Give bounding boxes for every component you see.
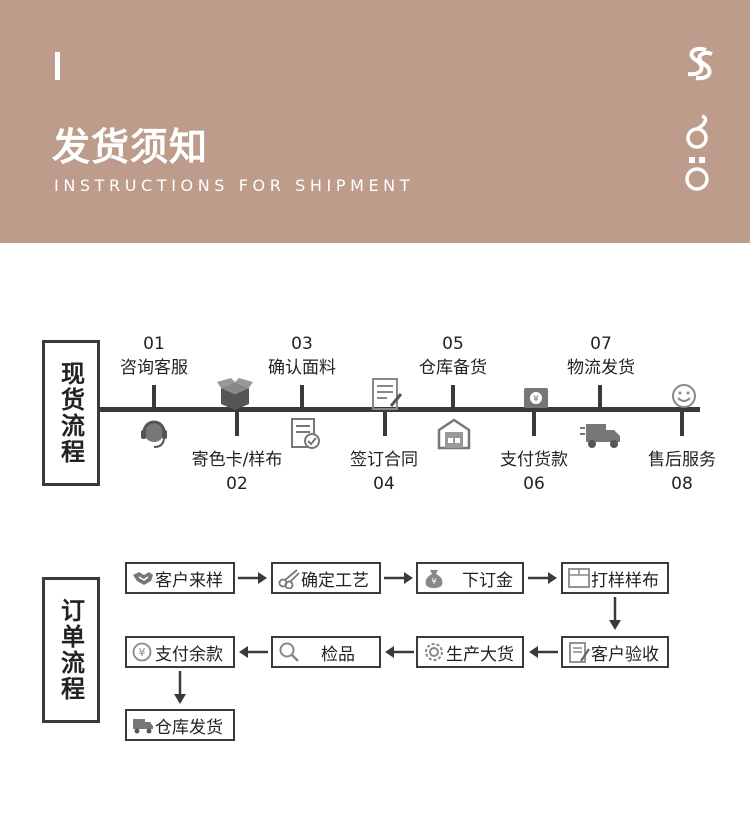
tick-07 [598, 385, 602, 409]
clipboard-icon [569, 642, 590, 663]
double-s-logo [687, 47, 713, 81]
arrow-left [239, 646, 268, 658]
header-banner: 发货须知 INSTRUCTIONS FOR SHIPMENT [0, 0, 750, 243]
page-subtitle: INSTRUCTIONS FOR SHIPMENT [54, 176, 415, 195]
money-bag-icon: ¥ [425, 570, 443, 588]
step-01: 01 咨询客服 [120, 334, 188, 378]
order-step-warehouse-ship: 仓库发货 [125, 709, 235, 741]
arrow-right [528, 572, 557, 584]
tick-05 [451, 385, 455, 409]
gear-icon [425, 643, 443, 661]
current-flow-label: 现货流程 [42, 340, 100, 486]
arrow-right [238, 572, 267, 584]
step-02: 寄色卡/样布 02 [191, 450, 283, 494]
step-03: 03 确认面料 [268, 334, 336, 378]
arrow-left [529, 646, 558, 658]
order-flow-label: 订单流程 [42, 577, 100, 723]
truck-icon [133, 719, 153, 734]
payment-icon: ¥ [524, 388, 548, 408]
order-step-sample-fabric: 打样样布 [561, 562, 669, 594]
arrow-left [385, 646, 414, 658]
yen-icon: ¥ [132, 642, 152, 662]
svg-text:¥: ¥ [139, 646, 146, 659]
step-06: 支付货款 06 [500, 450, 568, 494]
warehouse-icon [437, 418, 471, 450]
order-step-customer-sample: 客户来样 [125, 562, 235, 594]
tick-02 [235, 412, 239, 436]
page-title: 发货须知 [52, 125, 209, 169]
tick-01 [152, 385, 156, 409]
step-04: 签订合同 04 [350, 450, 418, 494]
step-05: 05 仓库备货 [419, 334, 487, 378]
arrow-down [609, 597, 621, 630]
timeline-line [100, 407, 700, 412]
tick-06 [532, 412, 536, 436]
svg-text:¥: ¥ [533, 395, 539, 405]
checklist-icon [291, 418, 320, 449]
truck-icon [580, 424, 620, 448]
handshake-icon [133, 572, 153, 585]
scissors-icon [278, 569, 300, 589]
contract-icon [372, 378, 403, 410]
arrow-right [384, 572, 413, 584]
headset-icon [141, 420, 167, 448]
svg-text:¥: ¥ [431, 577, 436, 586]
tick-04 [383, 412, 387, 436]
order-step-deposit: ¥ 下订金 [416, 562, 524, 594]
order-step-mass-production: 生产大货 [416, 636, 524, 668]
tick-03 [300, 385, 304, 409]
magnifier-icon [279, 642, 299, 662]
order-step-confirm-process: 确定工艺 [271, 562, 381, 594]
tick-08 [680, 412, 684, 436]
package-icon [217, 378, 253, 410]
fabric-icon [568, 568, 590, 588]
arrow-down [174, 671, 186, 704]
order-step-pay-balance: ¥ 支付余款 [125, 636, 235, 668]
order-step-inspection: 检品 [271, 636, 381, 668]
order-step-customer-acceptance: 客户验收 [561, 636, 669, 668]
step-08: 售后服务 08 [648, 450, 716, 494]
header-accent-bar [55, 52, 60, 80]
smiley-icon [672, 384, 696, 408]
page-number [685, 114, 709, 191]
step-07: 07 物流发货 [567, 334, 635, 378]
